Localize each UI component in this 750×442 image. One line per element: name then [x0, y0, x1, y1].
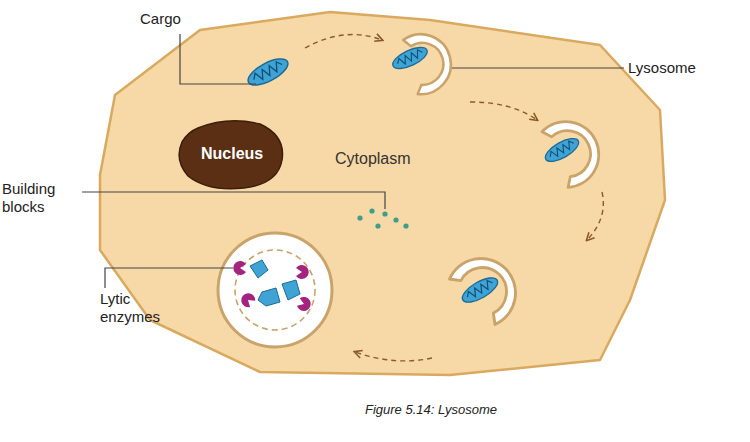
- part-label: Cargo: [140, 10, 181, 28]
- cell-membrane-svg: [95, 8, 670, 378]
- cell-text: Cytoplasm: [335, 150, 411, 168]
- cell: Cytoplasm Nucleus: [95, 8, 670, 378]
- nucleus: Nucleus: [178, 118, 286, 190]
- figure-caption: Figure 5.14: Lysosome: [365, 402, 497, 417]
- nucleus-shape: [179, 121, 282, 189]
- cell-membrane: [100, 12, 665, 375]
- part-label: Building blocks: [2, 180, 72, 216]
- part-label: Lysosome: [628, 59, 696, 77]
- part-label: Lytic enzymes: [100, 290, 170, 326]
- nucleus-text: Nucleus: [201, 145, 263, 163]
